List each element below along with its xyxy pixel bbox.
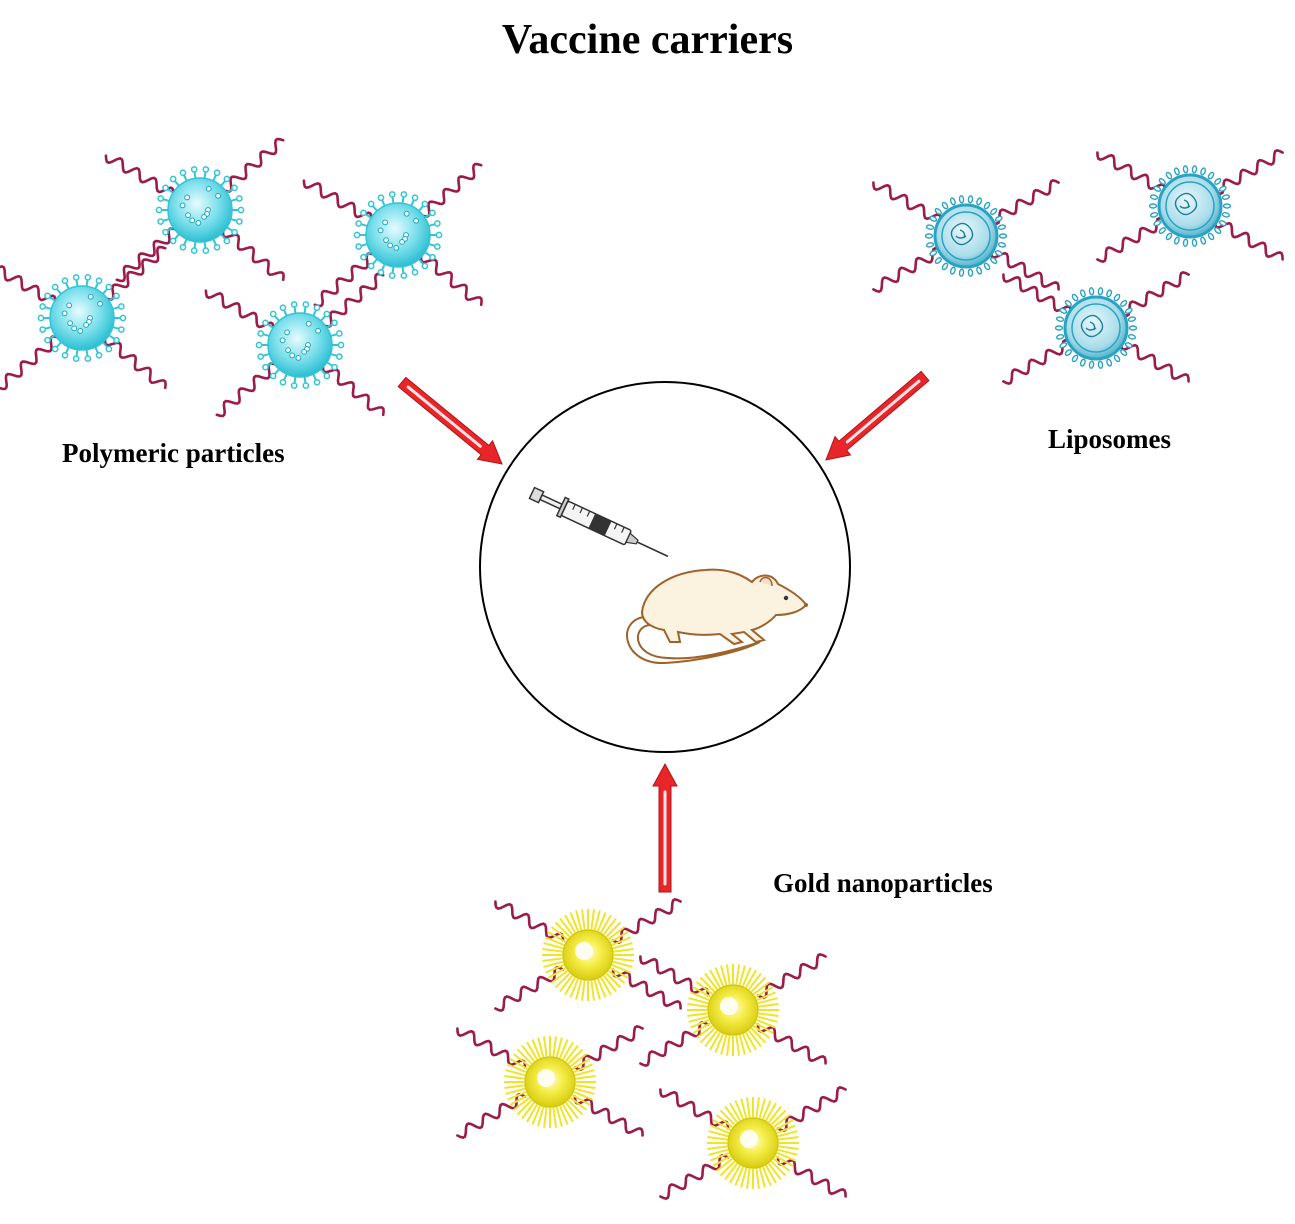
arrow-icon — [825, 370, 930, 461]
figure-title: Vaccine carriers — [501, 17, 794, 63]
rna-strand-icon — [321, 363, 385, 417]
rna-strand-icon — [1213, 149, 1284, 196]
rna-strand-icon — [419, 253, 483, 307]
rna-strand-icon — [639, 955, 710, 997]
gold-nanoparticle-icon — [687, 964, 779, 1056]
rna-strand-icon — [1119, 341, 1190, 383]
rna-strand-icon — [573, 1095, 644, 1137]
rna-strand-icon — [611, 898, 682, 945]
rna-strand-icon — [659, 1088, 730, 1130]
rna-strand-icon — [989, 179, 1060, 226]
rna-strand-icon — [659, 1153, 730, 1200]
rna-strand-icon — [1119, 271, 1190, 318]
rna-strand-icon — [204, 289, 275, 331]
rna-strand-icon — [115, 227, 178, 283]
rna-strand-icon — [215, 362, 278, 418]
rna-strand-icon — [420, 162, 483, 218]
rna-strand-icon — [776, 1156, 847, 1198]
liposome-icon — [924, 195, 1008, 277]
rna-strand-icon — [573, 1025, 644, 1072]
rna-strand-icon — [104, 245, 167, 301]
rna-strand-icon — [756, 953, 827, 1000]
polymeric-particle-icon — [255, 301, 345, 389]
liposome-icon — [1054, 287, 1138, 369]
arrow-icon — [397, 376, 503, 465]
center-scene — [479, 381, 851, 753]
rna-strand-icon — [611, 968, 682, 1010]
rna-strand-icon — [0, 265, 57, 304]
rna-strand-icon — [456, 1027, 527, 1069]
rna-strand-icon — [313, 252, 376, 308]
arrow-icon — [652, 762, 678, 893]
rna-strand-icon — [0, 335, 60, 391]
rna-strand-icon — [872, 181, 943, 223]
rna-strand-icon — [456, 1092, 527, 1139]
rna-strand-icon — [322, 272, 385, 328]
gold-nanoparticle-icon — [542, 909, 634, 1001]
center-circle — [479, 381, 851, 753]
rna-strand-icon — [1096, 151, 1167, 193]
rna-strand-icon — [103, 336, 167, 390]
liposome-icon — [1148, 165, 1232, 247]
label-gold-nanoparticles: Gold nanoparticles — [773, 868, 993, 898]
label-liposomes: Liposomes — [1048, 424, 1172, 454]
mouse-icon — [626, 568, 808, 665]
polymeric-particle-icon — [353, 191, 443, 279]
gold-nanoparticle-icon — [707, 1097, 799, 1189]
label-polymeric-particles: Polymeric particles — [62, 438, 285, 468]
rna-strand-icon — [756, 1023, 827, 1065]
syringe-icon — [528, 486, 669, 558]
rna-strand-icon — [639, 1020, 710, 1067]
rna-strand-icon — [494, 900, 565, 942]
rna-strand-icon — [221, 228, 285, 282]
rna-strand-icon — [104, 154, 175, 196]
rna-strand-icon — [1002, 338, 1073, 385]
rna-strand-icon — [989, 249, 1060, 291]
rna-strand-icon — [776, 1086, 847, 1133]
polymeric-particle-icon — [155, 166, 245, 254]
rna-strand-icon — [494, 965, 565, 1012]
rna-strand-icon — [222, 137, 285, 193]
polymeric-particle-icon — [37, 274, 127, 362]
rna-strand-icon — [1213, 219, 1284, 261]
rna-strand-icon — [872, 246, 943, 293]
gold-nanoparticle-icon — [504, 1036, 596, 1128]
rna-strand-icon — [1002, 273, 1073, 315]
rna-strand-icon — [302, 179, 373, 221]
rna-strand-icon — [1096, 216, 1167, 263]
